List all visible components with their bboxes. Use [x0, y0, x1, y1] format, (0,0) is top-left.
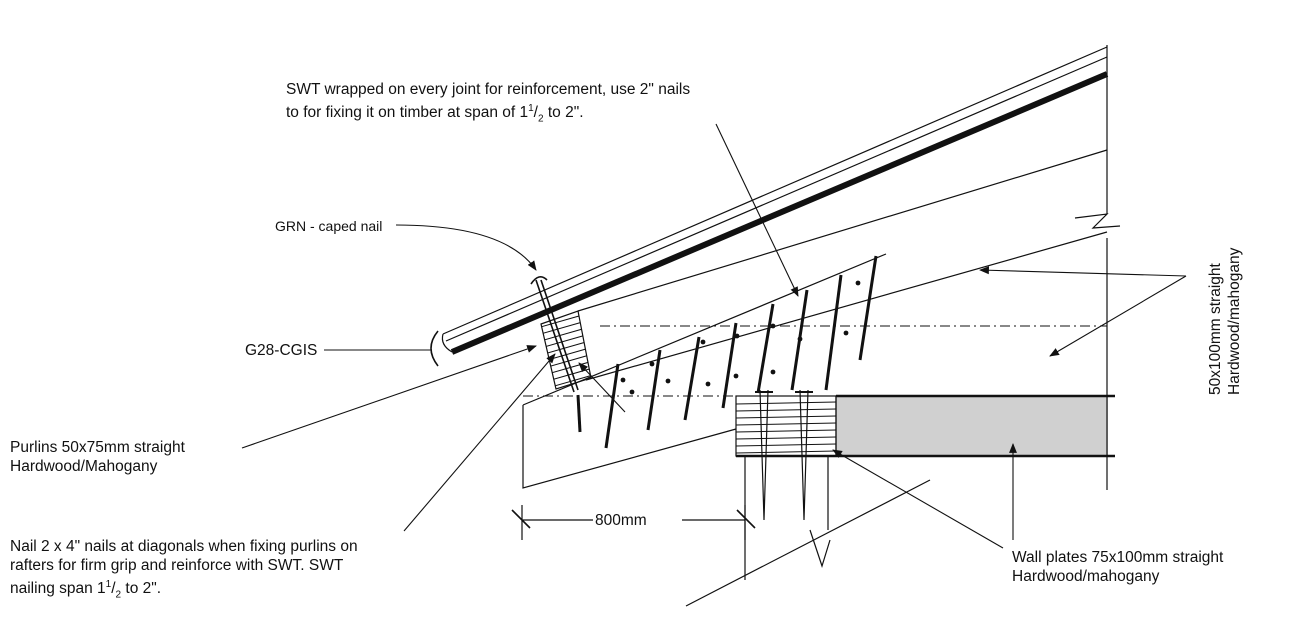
leader-lines	[241, 123, 1187, 549]
nail-note-frac-den: 2	[115, 589, 122, 601]
rafter-note-line1: 50x100mm straight	[1207, 263, 1224, 395]
wall-below	[685, 456, 931, 607]
nail-note-line3-post: to 2".	[121, 580, 162, 598]
roof-sheet	[441, 46, 1109, 355]
wall-plate-note-line1: Wall plates 75x100mm straight	[1012, 549, 1224, 566]
purlins-note-line2: Hardwood/Mahogany	[10, 458, 158, 475]
rafter-top-line	[577, 149, 1108, 312]
swt-note-line2: to for fixing it on timber at span of 11…	[286, 103, 584, 125]
g28-cgis-label: G28-CGIS	[245, 342, 318, 359]
caped-nail	[530, 276, 579, 393]
nail-note-line1: Nail 2 x 4" nails at diagonals when fixi…	[10, 538, 358, 555]
wall-plate-note: Wall plates 75x100mm straight Hardwood/m…	[1012, 548, 1223, 586]
dimension-800mm	[511, 505, 756, 540]
grn-caped-nail-label: GRN - caped nail	[275, 218, 383, 234]
wall-plate-nails	[755, 389, 813, 521]
nail-note: Nail 2 x 4" nails at diagonals when fixi…	[10, 537, 358, 604]
centre-lines	[523, 325, 1107, 397]
swt-straps	[576, 255, 878, 449]
rafter-note-line2: Hardwood/mahogany	[1226, 247, 1243, 395]
swt-note-line2-post: to 2".	[543, 104, 584, 122]
nail-dots	[620, 280, 861, 395]
swt-note-frac-num: 1	[528, 103, 534, 114]
wall-plate	[735, 394, 1115, 458]
swt-note: SWT wrapped on every joint for reinforce…	[286, 80, 690, 128]
swt-note-line1: SWT wrapped on every joint for reinforce…	[286, 81, 691, 98]
nail-note-line2: rafters for firm grip and reinforce with…	[10, 557, 344, 574]
swt-note-frac-den: 2	[537, 113, 544, 125]
dimension-800mm-label: 800mm	[595, 512, 647, 529]
nail-note-frac-num: 1	[105, 579, 112, 590]
swt-note-line2-pre: to for fixing it on timber at span of 1	[286, 104, 529, 122]
wall-plate-note-line2: Hardwood/mahogany	[1012, 568, 1160, 585]
purlins-note-line1: Purlins 50x75mm straight	[10, 439, 185, 456]
nail-note-line3: nailing span 11/2 to 2".	[10, 579, 162, 601]
rafter-note: 50x100mm straight Hardwood/mahogany	[1206, 248, 1244, 395]
nail-note-line3-pre: nailing span 1	[10, 580, 106, 598]
purlins-note: Purlins 50x75mm straight Hardwood/Mahoga…	[10, 438, 185, 476]
